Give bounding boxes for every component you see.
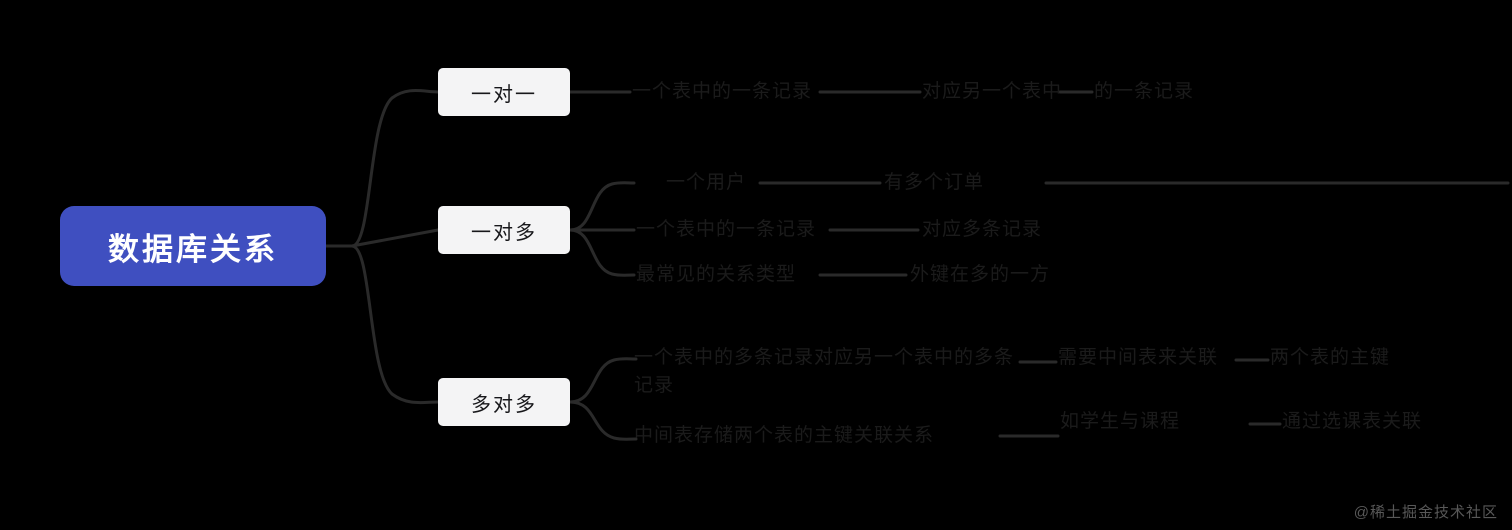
root-node[interactable]: 数据库关系: [60, 206, 326, 286]
connector-root-to-one-to-one: [350, 89, 440, 248]
watermark: @稀土掘金技术社区: [1353, 504, 1498, 521]
root-node-label: 数据库关系: [108, 231, 278, 267]
connector-root-to-one-to-many: [350, 228, 440, 248]
leaf-one-to-many-grandchild-2[interactable]: 对应多条记录: [922, 219, 1043, 240]
leaf-many-to-many-grandchild-1b[interactable]: 两个表的主键: [1270, 347, 1391, 368]
leaf-one-to-many-child-1[interactable]: 一个用户: [666, 172, 747, 193]
leaf-one-to-one-child-1[interactable]: 一个表中的一条记录: [632, 81, 813, 102]
leaf-one-to-one-grandchild-1[interactable]: 对应另一个表中: [922, 81, 1063, 102]
leaf-many-to-many-grandchild-2b[interactable]: 通过选课表关联: [1282, 411, 1423, 432]
leaf-many-to-many-child-1[interactable]: 一个表中的多条记录对应另一个表中的多条记录: [634, 347, 1015, 396]
branch-node-one-to-many[interactable]: 一对多: [438, 206, 570, 254]
connector-one-to-many-child-1: [568, 181, 636, 232]
leaf-many-to-many-child-2[interactable]: 中间表存储两个表的主键关联关系: [634, 425, 935, 446]
branch-node-one-to-one[interactable]: 一对一: [438, 68, 570, 116]
branch-node-many-to-many-label: 多对多: [471, 393, 537, 416]
branch-node-many-to-many[interactable]: 多对多: [438, 378, 570, 426]
leaf-many-to-many-grandchild-1a[interactable]: 需要中间表来关联: [1058, 347, 1219, 368]
leaf-one-to-many-child-3[interactable]: 最常见的关系类型: [636, 264, 797, 285]
leaf-many-to-many-grandchild-2a[interactable]: 如学生与课程: [1060, 411, 1181, 432]
branch-node-one-to-many-label: 一对多: [471, 221, 537, 244]
connector-many-to-many-child-1: [568, 357, 638, 404]
branch-node-one-to-one-label: 一对一: [471, 83, 537, 106]
connector-root-to-many-to-many: [350, 244, 440, 405]
leaf-one-to-many-child-2[interactable]: 一个表中的一条记录: [636, 219, 817, 240]
connector-one-to-many-child-3: [568, 228, 636, 277]
leaf-one-to-many-grandchild-3[interactable]: 外键在多的一方: [910, 264, 1051, 285]
leaf-one-to-one-grandchild-2[interactable]: 的一条记录: [1094, 81, 1195, 102]
connector-many-to-many-child-2: [568, 400, 638, 441]
leaf-one-to-many-grandchild-1[interactable]: 有多个订单: [884, 172, 985, 193]
